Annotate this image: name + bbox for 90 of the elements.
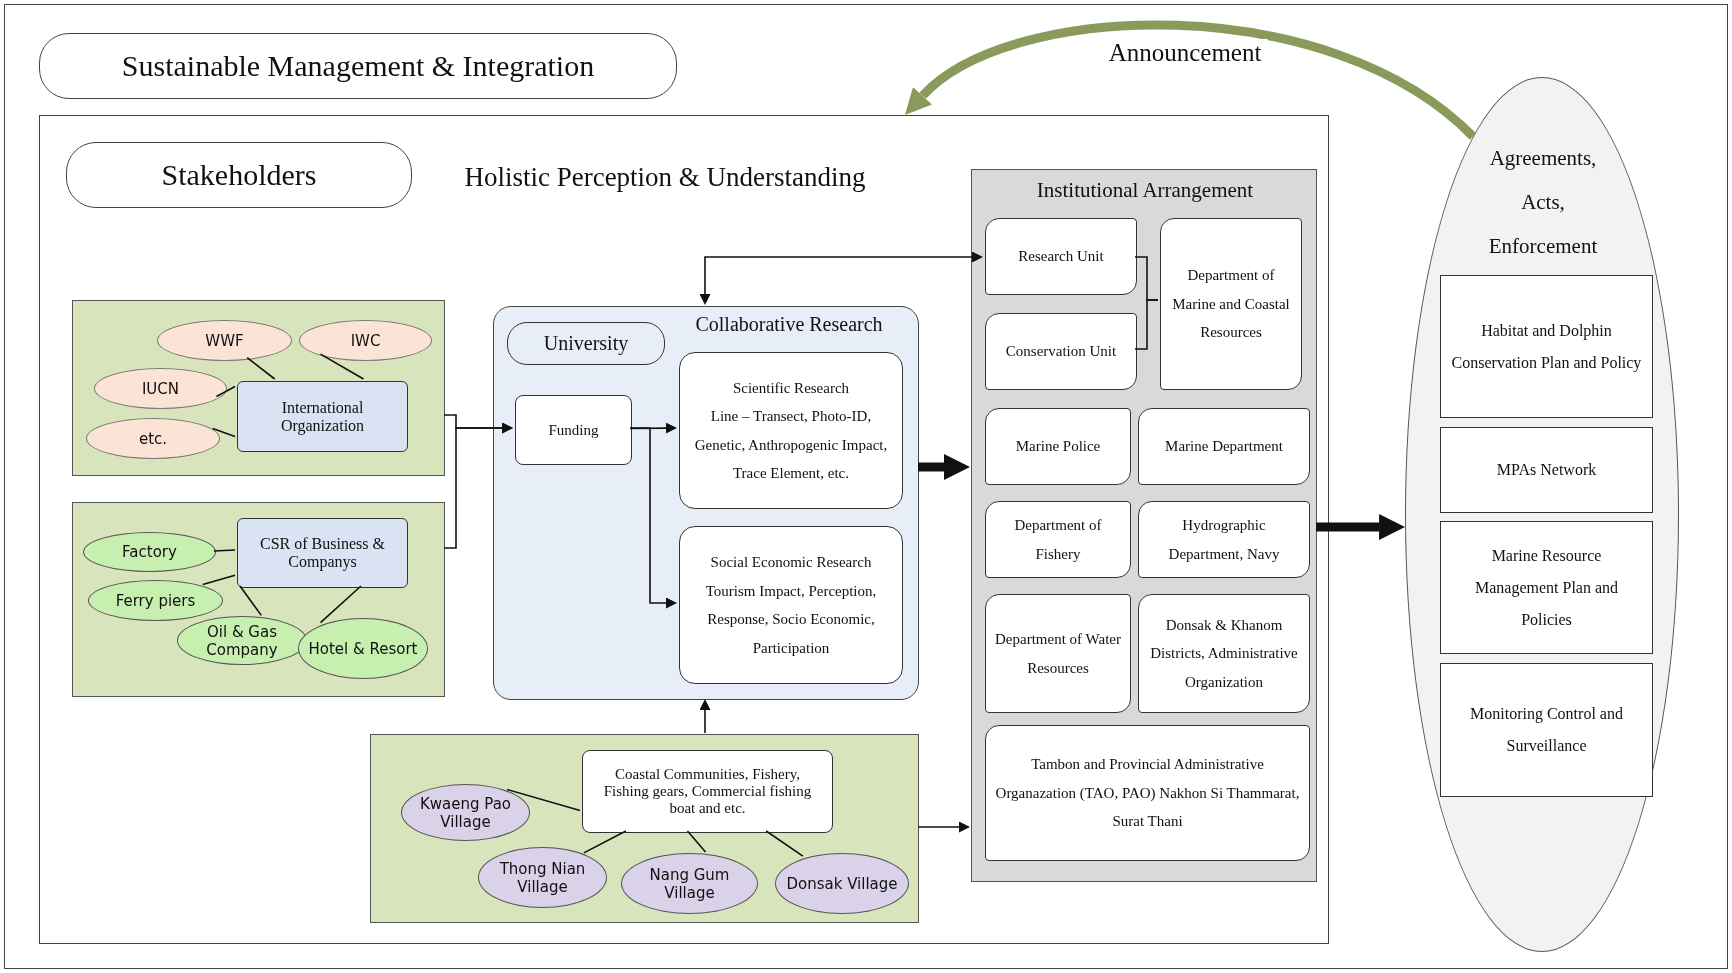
arrow [917, 821, 970, 833]
connector-line [506, 788, 581, 812]
box-label: Marine Resource Management Plan and Policies [1473, 545, 1620, 630]
process-box [1440, 275, 1653, 418]
connector-line [213, 549, 236, 552]
heading-box [66, 142, 412, 208]
process-box [985, 313, 1137, 390]
group-panel [72, 502, 445, 697]
box-label: Marine Police [1015, 437, 1101, 457]
panel-title: Institutional Arrangement [1035, 178, 1255, 203]
box-label: IWC [350, 331, 381, 350]
box-label: Funding [548, 421, 599, 439]
box-label: Department of Water Resources [994, 630, 1122, 678]
connector-line [211, 427, 236, 438]
box-label: MPAs Network [1496, 460, 1597, 480]
process-box [985, 408, 1131, 485]
connector-line [583, 830, 627, 854]
process-box [679, 352, 903, 509]
process-box [1440, 521, 1653, 654]
double-arrow [699, 251, 983, 305]
box-label: Factory [122, 543, 177, 561]
process-box [237, 381, 408, 452]
box-label: Donsak Village [786, 874, 898, 893]
content-frame [39, 115, 1329, 944]
connector-line [201, 574, 236, 586]
box-label: Kwaeng Pao Village [418, 794, 513, 831]
connector-line [319, 585, 362, 624]
process-box [1160, 218, 1302, 390]
process-box [582, 750, 833, 833]
connector-line [215, 385, 236, 398]
block-arrow [918, 454, 970, 480]
arrow [629, 427, 677, 609]
arrow [443, 422, 513, 549]
connector-line [1134, 299, 1159, 350]
box-label: CSR of Business & Companys [259, 535, 386, 571]
box-label: Hotel & Resort [308, 639, 418, 658]
curved-arrow [902, 20, 1476, 140]
process-box [1440, 663, 1653, 797]
box-label: Line – Transect, Photo-ID, Genetic, Anthropogenic Impact, Trace Element, etc. [693, 407, 889, 483]
block-arrow [1316, 514, 1406, 540]
process-box [985, 594, 1131, 713]
group-panel [370, 734, 919, 923]
connector-line [239, 585, 263, 617]
box-label: Hydrographic Department, Navy [1167, 516, 1281, 564]
process-box [1440, 427, 1653, 513]
panel-title: Collaborative Research [694, 313, 884, 336]
panel-title: Agreements, Acts, Enforcement [1487, 145, 1599, 260]
process-box [985, 218, 1137, 295]
box-label: Oil & Gas Company [205, 622, 279, 659]
group-panel [72, 300, 445, 476]
box-label: IUCN [141, 379, 180, 398]
box-label: Ferry piers [115, 591, 196, 610]
connector-line [686, 830, 707, 853]
box-label: Conservation Unit [1005, 342, 1117, 362]
box-label: Research Unit [1018, 247, 1104, 267]
process-box [985, 725, 1310, 861]
heading-box [39, 33, 677, 99]
box-label: Marine Department [1165, 437, 1283, 457]
process-box [985, 501, 1131, 578]
box-label: Donsak & Khanom Districts, Administrative Organization [1149, 615, 1299, 692]
box-label: Thong Nian Village [498, 859, 587, 896]
process-box [515, 395, 632, 465]
process-box [1138, 408, 1310, 485]
box-label: Monitoring Control and Surveillance [1469, 704, 1624, 756]
box-label: University [543, 332, 629, 355]
process-box [1138, 501, 1310, 578]
box-label: Stakeholders [161, 158, 317, 192]
box-label: Department of Marine and Coastal Resources [1171, 266, 1291, 343]
box-heading: Social Economic Research [710, 553, 872, 572]
connector-line [246, 356, 276, 380]
box-label: Department of Fishery [1013, 516, 1103, 564]
process-box [679, 526, 903, 684]
connector-line [765, 830, 804, 857]
box-label: International Organization [279, 398, 366, 435]
box-label: etc. [138, 429, 168, 448]
process-box [1138, 594, 1310, 713]
arrow [699, 699, 711, 734]
panel-title: Holistic Perception & Understanding [463, 162, 867, 193]
process-box [237, 518, 408, 588]
box-label: Coastal Communities, Fishery, Fishing gears, Commercial fishing boat and etc. [602, 766, 813, 817]
box-label: Tourism Impact, Perception, Response, Socio Economic, Participation [704, 581, 878, 658]
box-label: Tambon and Provincial Administrative Organazation (TAO, PAO) Nakhon Si Thammarat, Surat Thani [994, 755, 1301, 832]
process-box [507, 322, 665, 365]
box-label: Nang Gum Village [648, 865, 731, 902]
group-panel [971, 169, 1317, 882]
box-label: Habitat and Dolphin Conservation Plan and Policy [1450, 320, 1643, 374]
box-label: WWF [205, 331, 244, 350]
group-panel [493, 306, 919, 700]
box-heading: Scientific Research [732, 378, 850, 398]
box-label: Sustainable Management & Integration [121, 49, 595, 83]
